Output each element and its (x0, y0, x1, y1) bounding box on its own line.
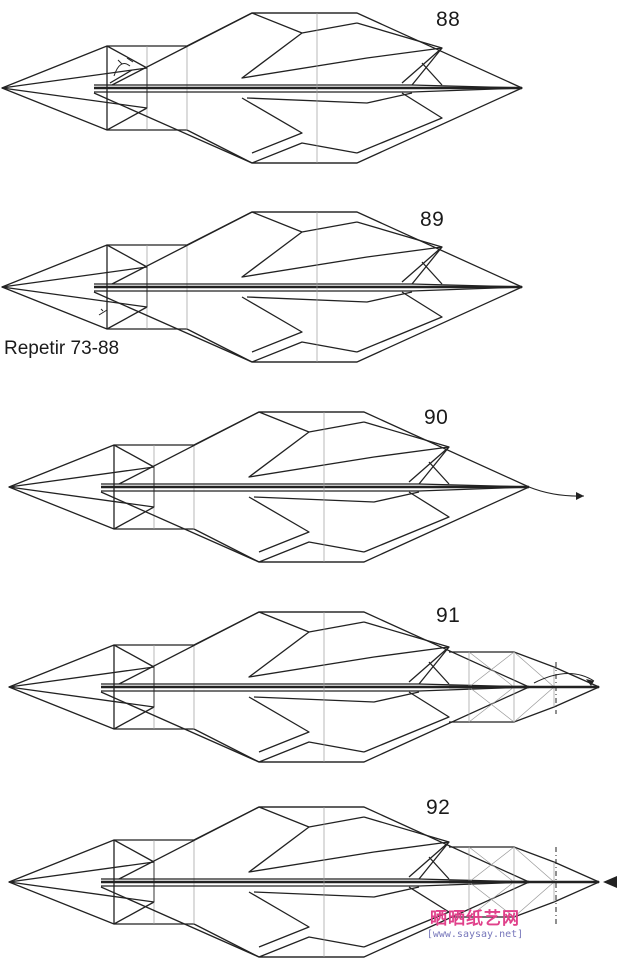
step-92-drawing (7, 805, 617, 959)
step-90-drawing (7, 410, 585, 564)
step-89-drawing (0, 210, 524, 364)
step-91-drawing (7, 610, 601, 764)
watermark-url: [www.saysay.net] (426, 929, 524, 940)
step-number-92: 92 (426, 796, 451, 819)
step-number-90: 90 (424, 406, 449, 429)
step-number-88: 88 (436, 8, 461, 31)
watermark-title: 晒晒纸艺网 (430, 909, 520, 929)
step-number-89: 89 (420, 208, 445, 231)
step-number-91: 91 (436, 604, 461, 627)
repeat-instruction: Repetir 73-88 (4, 338, 120, 359)
step-88-drawing (0, 11, 524, 165)
watermark: 晒晒纸艺网 [www.saysay.net] (420, 904, 530, 940)
